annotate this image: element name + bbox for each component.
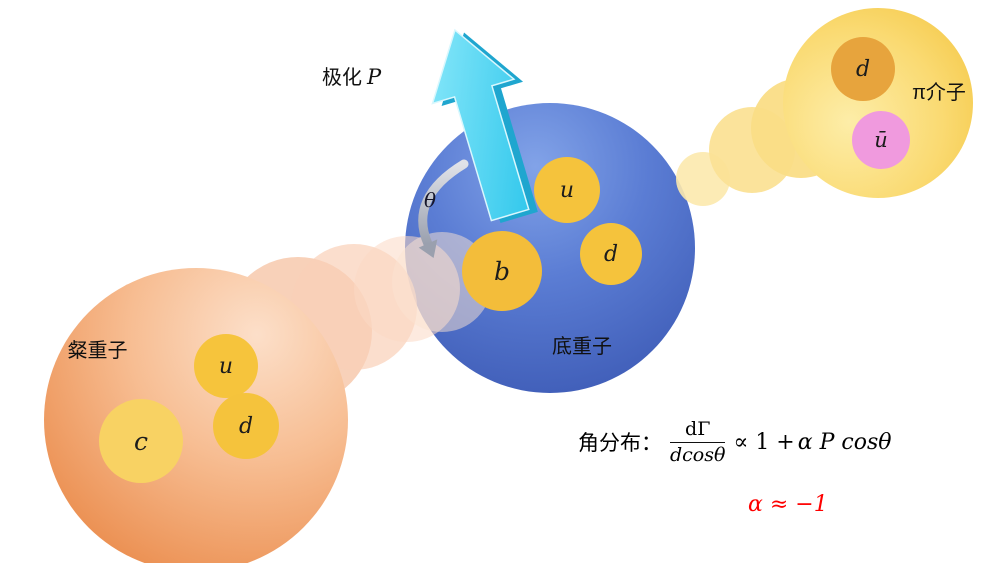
formula-label: 角分布： xyxy=(578,432,662,455)
bottom-baryon-label: 底重子 xyxy=(552,336,612,358)
theta-angle-arrow-icon xyxy=(418,159,469,258)
alpha-value-label: α ≈ −1 xyxy=(748,492,828,517)
polarization-label-text: 极化 xyxy=(322,67,362,89)
charm-baryon-circle xyxy=(44,268,348,563)
quark-d-meson: d xyxy=(831,37,895,101)
formula-relation: ∝ 1 + α P cosθ xyxy=(733,430,891,455)
quark-b: b xyxy=(462,231,542,311)
quark-c: c xyxy=(99,399,183,483)
polarization-symbol: P xyxy=(367,65,382,89)
polarization-label: 极化 P xyxy=(322,61,381,90)
theta-label: θ xyxy=(424,188,437,212)
quark-u-charm: u xyxy=(194,334,258,398)
pi-meson-label: π介子 xyxy=(912,82,966,104)
fraction-numerator: dΓ xyxy=(670,418,726,443)
quark-d-bottom: d xyxy=(580,223,642,285)
angular-distribution-formula: 角分布： dΓ dcosθ ∝ 1 + α P cosθ xyxy=(578,418,892,466)
formula-relation-math: α P cosθ xyxy=(797,429,892,455)
quark-d-charm: d xyxy=(213,393,279,459)
charm-baryon-label: 粲重子 xyxy=(67,340,128,362)
formula-fraction: dΓ dcosθ xyxy=(670,418,726,466)
quark-u-bottom: u xyxy=(534,157,600,223)
formula-relation-prefix: ∝ 1 + xyxy=(733,429,795,455)
fraction-denominator: dcosθ xyxy=(670,444,726,466)
polarization-arrow-icon xyxy=(431,28,538,224)
quark-ubar-meson: ū xyxy=(852,111,910,169)
